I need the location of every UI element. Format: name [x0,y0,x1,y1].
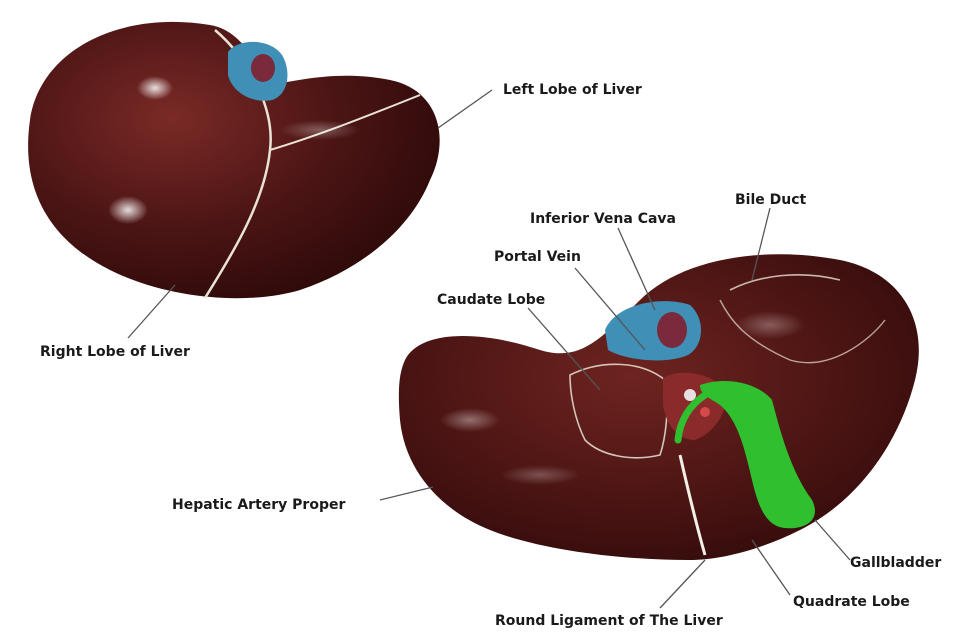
label-hepatic-artery-proper: Hepatic Artery Proper [172,497,345,513]
shine-3 [280,120,360,140]
liver-anterior [28,22,440,298]
label-left-lobe: Left Lobe of Liver [503,82,642,98]
inferior-vena-cava-lumen [657,312,687,348]
leader-hepatic-artery [380,487,433,500]
shine-5 [735,311,805,339]
leader-round-ligament [660,560,705,608]
label-right-lobe: Right Lobe of Liver [40,344,190,360]
leader-quadrate-lobe [752,540,790,595]
shine-6 [500,465,580,485]
shine-4 [440,408,500,432]
label-gallbladder: Gallbladder [850,555,941,571]
portal-structure [700,407,710,417]
leader-right-lobe [128,285,175,338]
shine-1 [137,76,173,100]
vena-cava-top-lumen [251,54,275,82]
label-quadrate-lobe: Quadrate Lobe [793,594,910,610]
leader-left-lobe [438,90,492,128]
label-bile-duct: Bile Duct [735,192,806,208]
label-inferior-vena-cava: Inferior Vena Cava [530,211,676,227]
label-round-ligament: Round Ligament of The Liver [495,613,723,629]
label-caudate-lobe: Caudate Lobe [437,292,545,308]
leader-inferior-vena-cava [618,228,655,310]
leader-gallbladder [815,520,850,560]
shine-2 [108,196,148,224]
label-portal-vein: Portal Vein [494,249,581,265]
